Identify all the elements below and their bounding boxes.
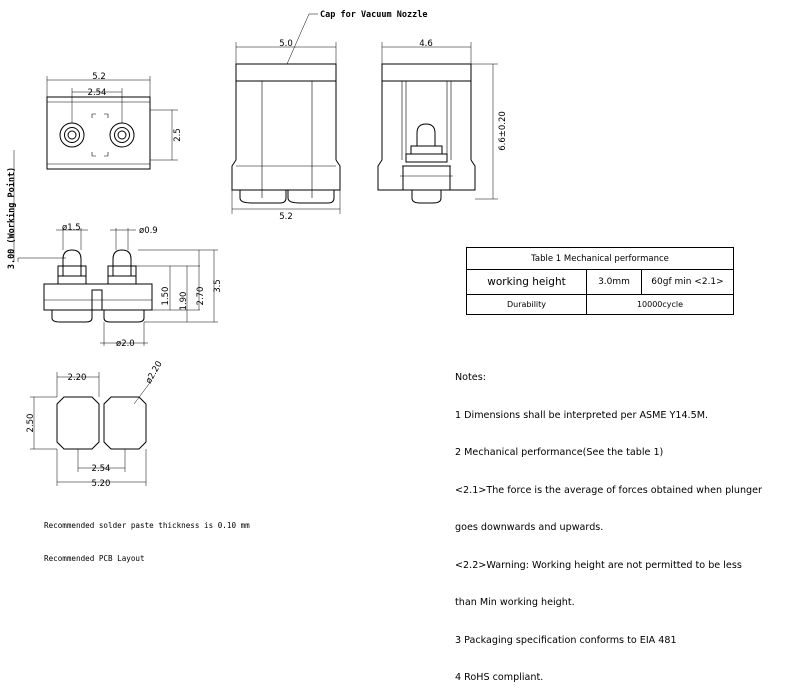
table-caption: Table 1 Mechanical performance [466, 247, 734, 270]
front-top-width-label: 5.0 [279, 39, 293, 49]
technical-drawing: 5.2 2.54 2.5 5.0 5.2 Cap for Vacuum Nozz… [6, 10, 508, 489]
dim-3-5-label: 3.5 [213, 279, 223, 293]
note-line: 2 Mechanical performance(See the table 1… [455, 447, 664, 458]
note-line: 4 RoHS compliant. [455, 672, 544, 683]
pcb-height-label: 2.50 [26, 414, 36, 433]
front-view: 5.0 5.2 Cap for Vacuum Nozzle [232, 10, 427, 222]
dim-2-70-label: 2.70 [196, 287, 206, 306]
diam-2-0-label: ø2.0 [116, 339, 135, 349]
note-line: 3 Packaging specification conforms to EI… [455, 634, 677, 646]
cap-note-label: Cap for Vacuum Nozzle [320, 10, 427, 20]
note-line: goes downwards and upwards. [455, 522, 604, 533]
note-line: 1 Dimensions shall be interpreted per AS… [455, 409, 709, 421]
table-cell-height-value: 3.0mm [586, 269, 642, 295]
pcb-layout: 2.20 2.50 ø2.20 2.54 5.20 [26, 360, 165, 489]
diam-0-9-label: ø0.9 [139, 226, 158, 236]
pcb-width-label: 2.20 [68, 373, 87, 383]
note-line: <2.2>Warning: Working height are not per… [455, 559, 742, 571]
pcb-pitch-label: 2.54 [92, 464, 111, 474]
front-bottom-width-label: 5.2 [279, 212, 293, 222]
pcb-total-width-label: 5.20 [92, 479, 111, 489]
note-line: <2.1>The force is the average of forces … [455, 484, 762, 496]
pcb-diam-label: ø2.20 [144, 360, 165, 386]
pcb-layout-caption: Recommended PCB Layout [44, 554, 145, 563]
section-detail: 3.00 (Working Point) ø1.5 ø0.9 1.50 [6, 150, 223, 349]
notes-block: Notes: 1 Dimensions shall be interpreted… [455, 347, 762, 697]
notes-title: Notes: [455, 372, 486, 383]
side-top-width-label: 4.6 [419, 39, 433, 49]
diam-1-5-label: ø1.5 [62, 223, 81, 233]
note-line: than Min working height. [455, 597, 575, 608]
top-height-label: 2.5 [173, 128, 183, 142]
working-point-label: 3.00 (Working Point) [6, 167, 17, 269]
side-view: 4.6 6.6±0.20 [378, 39, 508, 203]
top-width-label: 5.2 [92, 72, 106, 82]
dim-1-90-label: 1.90 [179, 292, 189, 311]
top-view: 5.2 2.54 2.5 [47, 72, 183, 169]
table-cell-working-height: working height [466, 269, 587, 295]
mechanical-performance-table: Table 1 Mechanical performance working h… [466, 247, 734, 315]
dim-1-50-label: 1.50 [161, 287, 171, 306]
top-pitch-label: 2.54 [88, 88, 107, 98]
table-cell-durability: Durability [466, 294, 587, 315]
table-cell-durability-value: 10000cycle [586, 294, 734, 315]
footer-notes: Recommended solder paste thickness is 0.… [44, 498, 250, 575]
table-cell-force: 60gf min <2.1> [641, 269, 734, 295]
side-height-label: 6.6±0.20 [498, 111, 508, 151]
